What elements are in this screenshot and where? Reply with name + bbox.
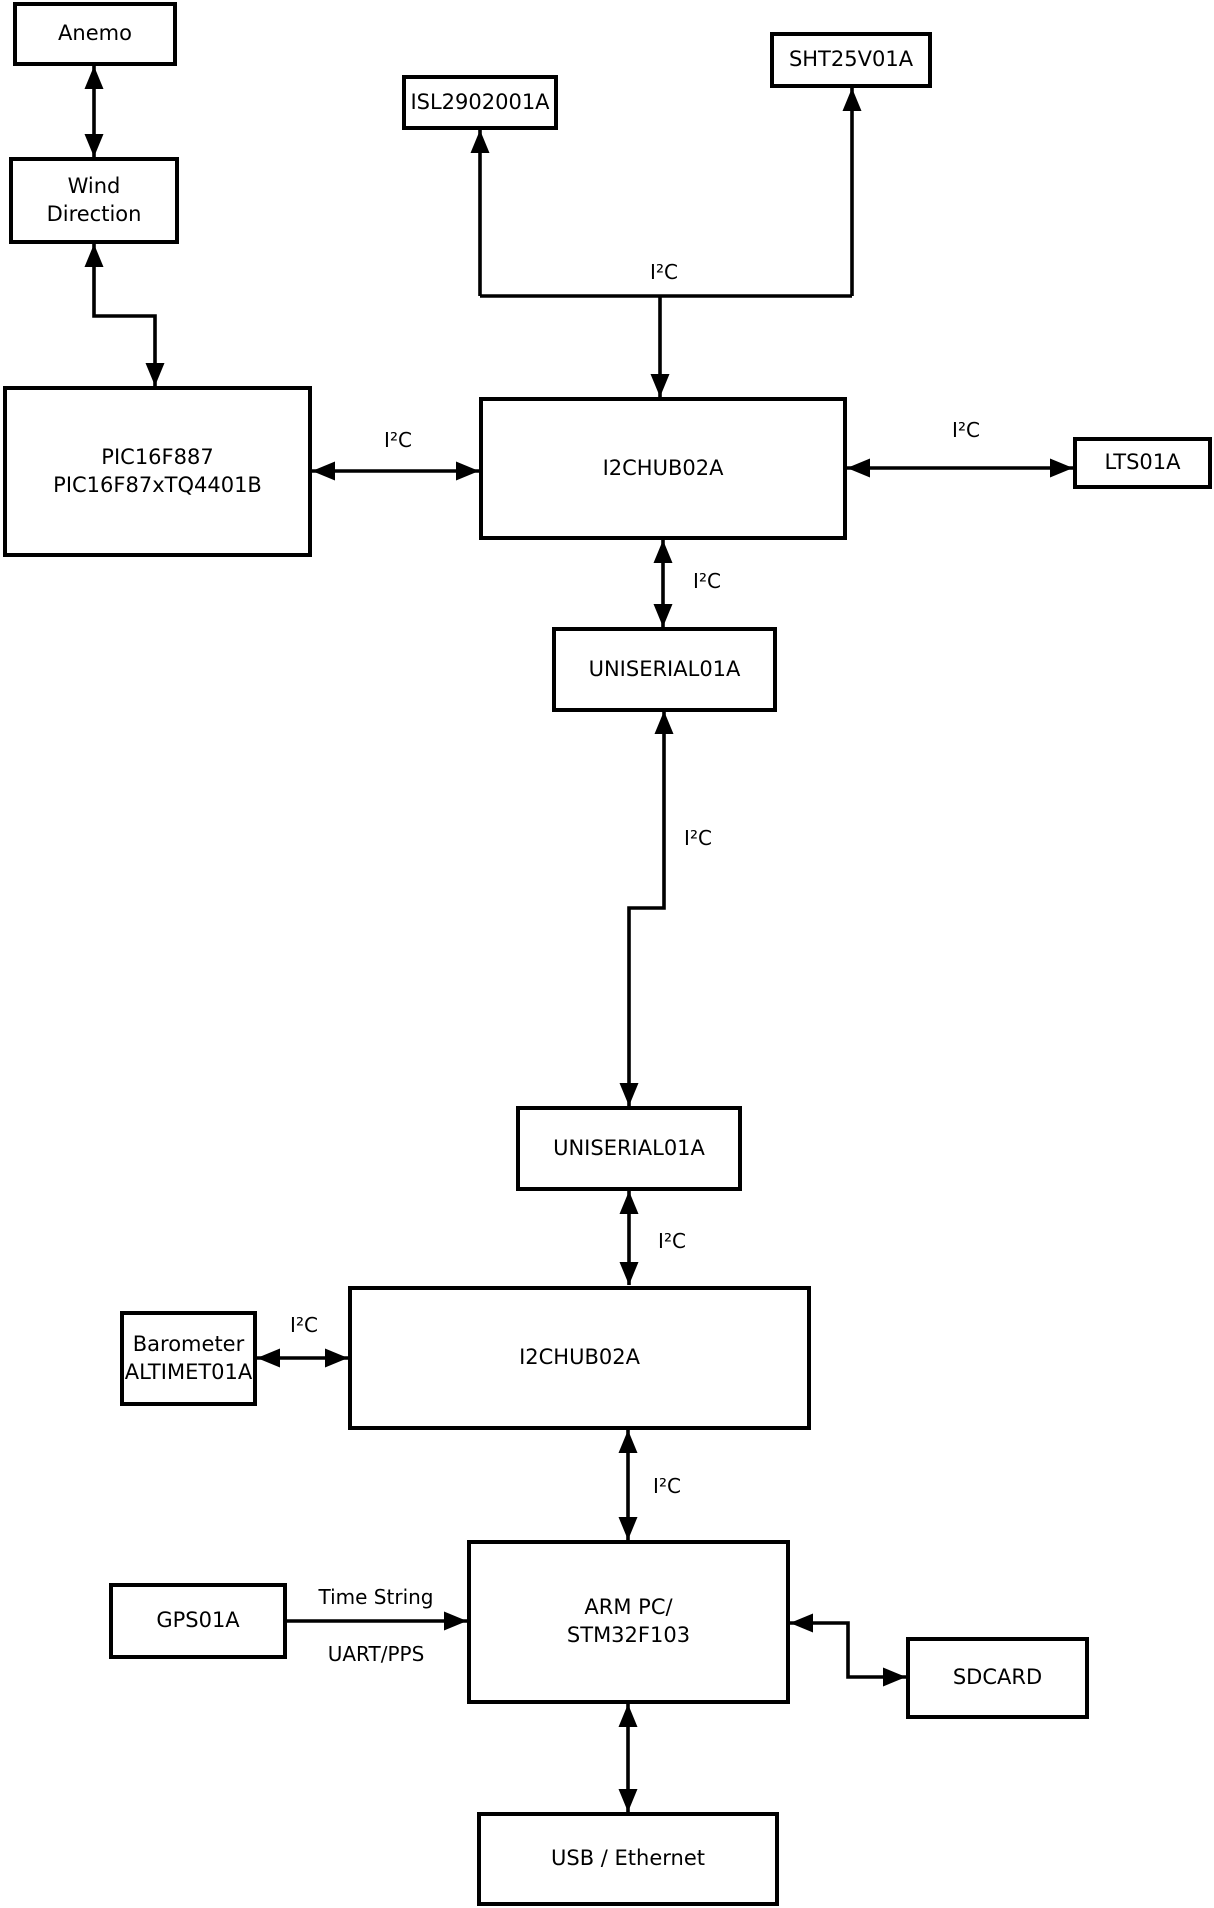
node-lts01a: LTS01A (1073, 437, 1212, 489)
node-gps01a: GPS01A (109, 1583, 287, 1659)
node-uniserial01a-2-label: UNISERIAL01A (553, 1135, 705, 1160)
node-uniserial01a-1-label: UNISERIAL01A (588, 656, 741, 681)
i2c-label-hub-lts: I²C (950, 418, 982, 442)
node-i2chub02a-2-label: I2CHUB02A (519, 1345, 640, 1370)
node-barometer-label-line2: ALTIMET01A (124, 1359, 253, 1384)
i2c-label-barometer-hub2: I²C (288, 1313, 320, 1337)
edge-arm-sdcard (790, 1613, 906, 1687)
node-isl2902001a: ISL2902001A (402, 75, 558, 130)
node-wind-direction: Wind Direction (9, 157, 179, 244)
node-i2chub02a-1: I2CHUB02A (479, 397, 847, 540)
node-lts01a-label: LTS01A (1104, 450, 1181, 475)
node-gps01a-label: GPS01A (156, 1608, 240, 1633)
node-sht25v01a: SHT25V01A (770, 32, 932, 88)
node-wind-direction-label-line1: Wind (67, 173, 121, 198)
node-i2chub02a-2: I2CHUB02A (348, 1286, 811, 1430)
node-anemo-label: Anemo (58, 21, 132, 46)
node-usb-ethernet-label: USB / Ethernet (551, 1846, 705, 1871)
node-sdcard: SDCARD (906, 1637, 1089, 1719)
node-pic16f887-label-line1: PIC16F887 (101, 444, 214, 469)
node-sdcard-label: SDCARD (952, 1665, 1043, 1690)
node-pic16f887-label-line2: PIC16F87xTQ4401B (53, 472, 262, 497)
time-string-label: Time String (316, 1585, 436, 1609)
node-arm-pc-label-line1: ARM PC/ (584, 1595, 673, 1620)
node-isl2902001a-label: ISL2902001A (410, 89, 550, 114)
i2c-label-hub2-arm: I²C (651, 1474, 683, 1498)
node-sht25v01a-label: SHT25V01A (788, 47, 914, 72)
node-pic16f887: PIC16F887 PIC16F87xTQ4401B (3, 386, 312, 557)
node-uniserial01a-1: UNISERIAL01A (552, 627, 777, 712)
node-barometer-altimet01a: Barometer ALTIMET01A (120, 1311, 257, 1406)
uart-pps-label: UART/PPS (325, 1642, 427, 1666)
i2c-label-sensor-bus: I²C (648, 260, 680, 284)
node-arm-pc-stm32f103: ARM PC/ STM32F103 (467, 1540, 790, 1704)
edge-uniserial1-uniserial2 (619, 711, 674, 1106)
node-usb-ethernet: USB / Ethernet (477, 1812, 779, 1906)
node-anemo: Anemo (13, 2, 177, 66)
i2c-label-pic-hub: I²C (382, 428, 414, 452)
node-wind-direction-label-line2: Direction (46, 201, 142, 226)
node-i2chub02a-1-label: I2CHUB02A (602, 455, 724, 480)
i2c-label-uniserial-uniserial: I²C (682, 826, 714, 850)
node-uniserial01a-2: UNISERIAL01A (516, 1106, 742, 1191)
i2c-label-uniserial-hub2: I²C (656, 1229, 688, 1253)
node-arm-pc-label-line2: STM32F103 (566, 1623, 691, 1647)
node-barometer-label-line1: Barometer (132, 1331, 245, 1356)
i2c-label-hub-uniserial: I²C (691, 569, 723, 593)
edge-wind-pic (84, 244, 165, 386)
